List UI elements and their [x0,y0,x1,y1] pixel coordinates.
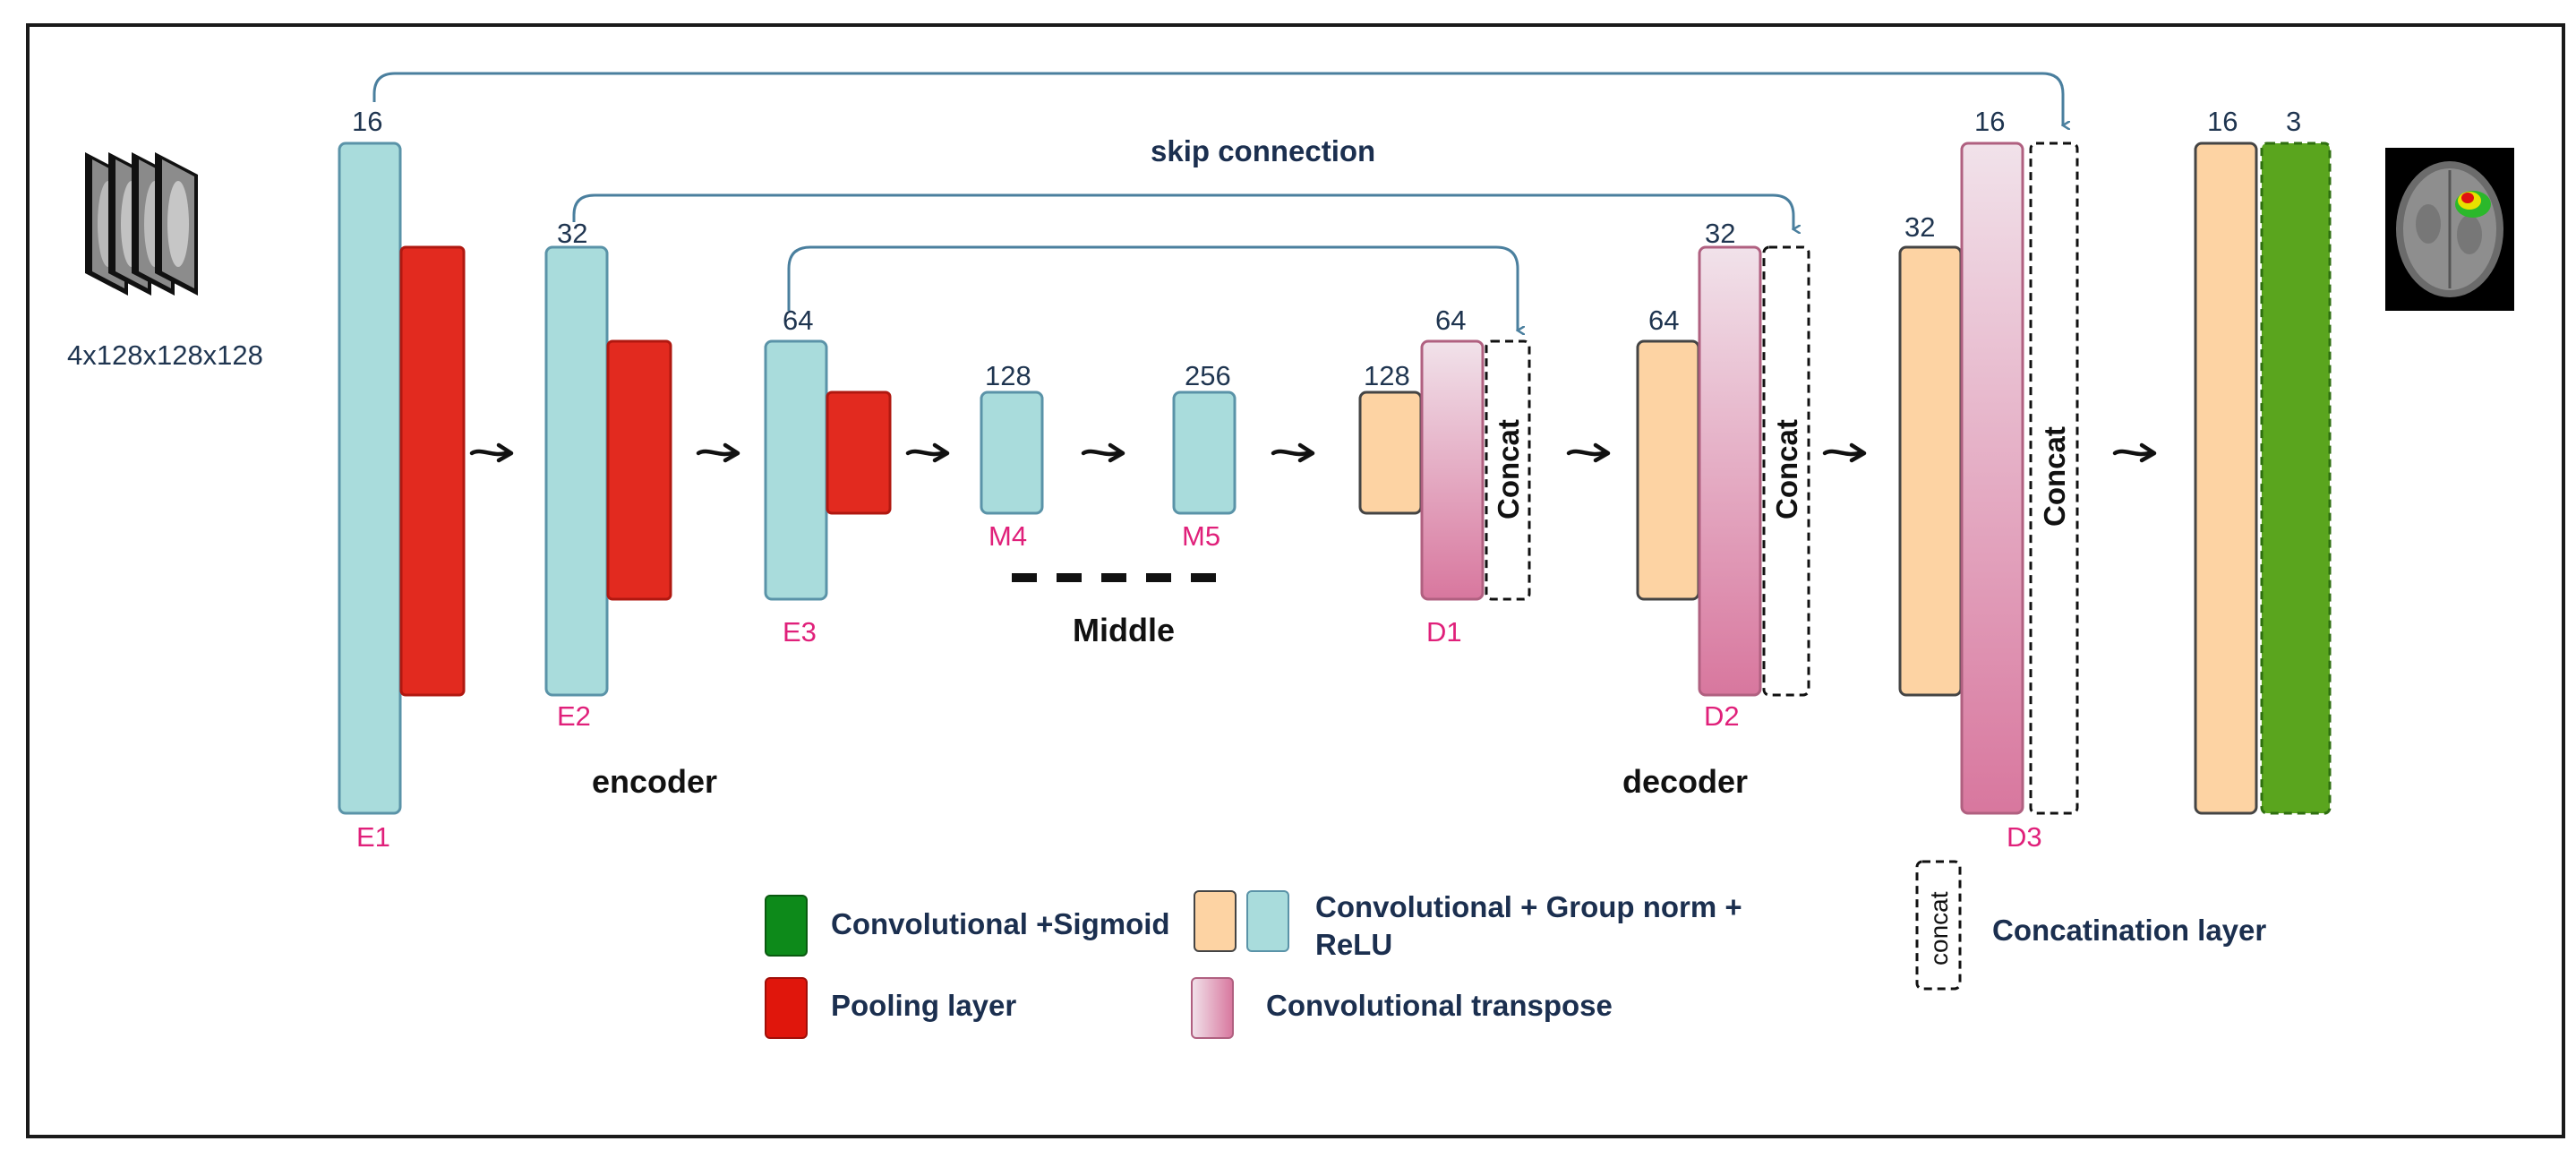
d1-concat-label: Concat [1492,419,1525,519]
d2-concat-block [1762,245,1810,697]
legend-encoder-conv-swatch [1246,890,1289,952]
e2-conv-block [544,245,609,697]
d2-transpose-block [1698,245,1762,697]
d3-label: D3 [2007,821,2042,853]
legend-transpose-swatch [1191,977,1234,1039]
final-conv-channels: 16 [2207,106,2238,137]
d1-transpose-block [1420,339,1485,601]
final-conv-block [2194,142,2258,815]
middle-label: Middle [1073,612,1175,648]
legend-concat-layer-text: Concatination layer [1992,914,2266,947]
legend-decoder-conv-swatch [1194,890,1237,952]
m4-label: M4 [988,520,1027,552]
e1-pooling-block [399,245,466,697]
e3-conv-block [764,339,828,601]
d3-transpose-block [1960,142,2024,815]
legend-concat-symbol-text: concat [1925,891,1953,965]
input-shape-label: 4x128x128x128 [67,339,263,371]
d3-concat-label: Concat [2038,426,2071,527]
final-sigmoid-block [2260,142,2332,815]
d2-concat-label: Concat [1770,419,1803,519]
legend-transpose-text: Convolutional transpose [1266,989,1613,1022]
skip-arrow-e3-d1 [787,245,1518,330]
skip-arrow-e1-d3 [372,72,2063,125]
legend-pooling-swatch [765,977,808,1039]
legend-sigmoid-text: Convolutional +Sigmoid [831,907,1170,940]
d3-conv-block [1898,245,1963,697]
legend-conv-gn-relu-text-line2: ReLU [1315,928,1392,961]
e2-pooling-block [606,339,672,601]
final-sigmoid-channels: 3 [2286,106,2301,137]
d2-conv-channels: 64 [1648,305,1679,336]
d3-concat-block [2029,142,2079,815]
legend-sigmoid-swatch [765,895,808,957]
d1-concat-block [1485,339,1531,601]
skip-arrow-e2-d2 [572,193,1793,229]
input-mri-stack-image [85,152,198,296]
d2-transpose-channels: 32 [1705,218,1735,249]
m5-conv-block [1172,390,1237,515]
legend-pooling-text: Pooling layer [831,989,1016,1022]
e3-pooling-block [826,390,892,515]
m4-conv-block [980,390,1044,515]
legend-conv-gn-relu-text-line1: Convolutional + Group norm + [1315,890,1742,923]
d1-conv-block [1358,390,1423,515]
skip-connection-label: skip connection [1151,134,1375,167]
e1-label: E1 [356,821,390,853]
e2-channels: 32 [557,218,587,249]
m5-channels: 256 [1185,360,1231,391]
legend-concat-swatch [1915,860,1962,991]
d1-label: D1 [1426,616,1462,648]
d2-label: D2 [1704,700,1740,732]
legend: Convolutional +Sigmoid Pooling layer Con… [765,860,2266,1039]
e2-label: E2 [557,700,591,732]
d1-conv-channels: 128 [1364,360,1410,391]
d3-conv-channels: 32 [1904,211,1935,243]
m4-channels: 128 [985,360,1031,391]
d2-conv-block [1636,339,1700,601]
output-segmentation-image [2385,148,2514,311]
e3-channels: 64 [783,305,813,336]
d3-transpose-channels: 16 [1974,106,2005,137]
encoder-label: encoder [592,763,717,800]
e1-conv-block [338,142,402,815]
e1-channels: 16 [352,106,382,137]
d1-transpose-channels: 64 [1435,305,1466,336]
e3-label: E3 [783,616,817,648]
decoder-label: decoder [1622,763,1748,800]
m5-label: M5 [1182,520,1220,552]
